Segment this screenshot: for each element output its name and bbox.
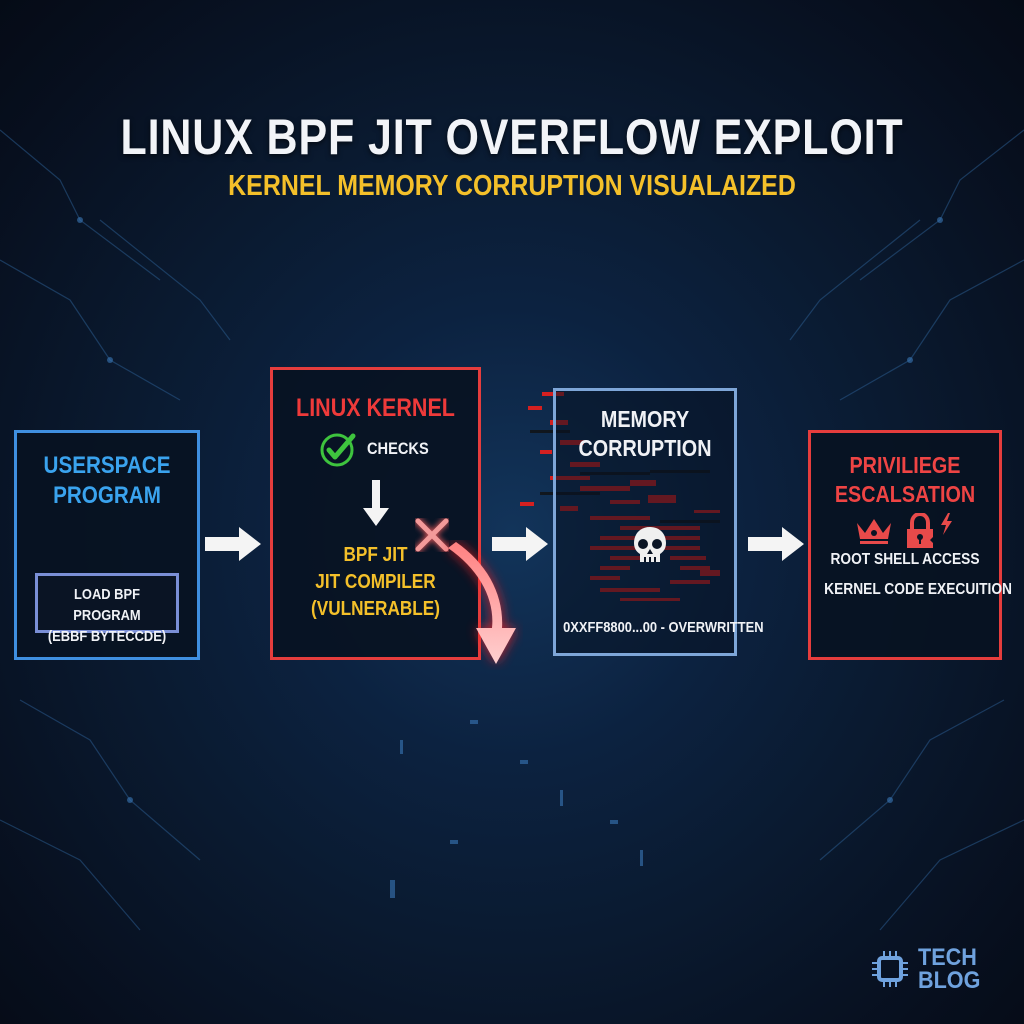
load-bpf-program-label: LOAD BPF PROGRAM (EBBF BYTECCDE) xyxy=(47,586,167,645)
kernel-code-execution-label: KERNEL CODE EXECUITION xyxy=(824,581,1012,598)
memory-corruption-box: MEMORY CORRUPTION 0XXFF8800...00 - OVERW… xyxy=(553,388,764,656)
logo-text: TECH BLOG xyxy=(918,944,981,994)
linux-kernel-title: LINUX KERNEL xyxy=(296,394,455,422)
bpf-jit-compiler-label: BPF JIT JIT COMPILER (VULNERABLE) xyxy=(311,544,440,620)
userspace-title: USERSPACE PROGRAM xyxy=(43,452,171,509)
privilege-escalation-title: PRIVILIEGE ESCALSATION xyxy=(834,452,976,507)
broken-lock-icon xyxy=(907,513,933,548)
x-mark-icon xyxy=(414,517,450,553)
page-title: LINUX BPF JIT OVERFLOW EXPLOIT xyxy=(120,109,904,165)
chip-icon xyxy=(872,951,908,987)
root-shell-access-label: ROOT SHELL ACCESS xyxy=(830,551,980,568)
skull-icon xyxy=(634,527,666,562)
lightning-icon xyxy=(941,513,952,535)
overwritten-address: 0XXFF8800...00 - OVERWRITTEN xyxy=(563,619,764,636)
memory-corruption-title: MEMORY CORRUPTION xyxy=(578,406,712,461)
privilege-icons xyxy=(855,513,953,549)
arrow-right-icon xyxy=(205,527,261,561)
checks-row: CHECKS xyxy=(319,430,439,468)
userspace-program-box: USERSPACE PROGRAM LOAD BPF PROGRAM (EBBF… xyxy=(14,430,200,660)
crown-icon xyxy=(857,519,891,544)
privilege-escalation-box: PRIVILIEGE ESCALSATION ROOT SHELL ACCESS… xyxy=(808,430,1012,660)
linux-kernel-box: LINUX KERNEL CHECKS BPF JIT JIT COMPILER… xyxy=(270,367,481,660)
checks-label: CHECKS xyxy=(367,439,429,458)
load-bpf-program-box: LOAD BPF PROGRAM (EBBF BYTECCDE) xyxy=(35,573,179,645)
check-circle-icon xyxy=(320,433,356,467)
arrow-right-icon xyxy=(748,527,804,561)
curved-arrow-icon xyxy=(448,542,516,664)
arrow-down-icon xyxy=(363,480,389,526)
page-subtitle: KERNEL MEMORY CORRUPTION VISUALAIZED xyxy=(228,170,796,202)
arrow-right-icon xyxy=(492,527,548,561)
tech-blog-logo: TECH BLOG xyxy=(872,944,987,994)
